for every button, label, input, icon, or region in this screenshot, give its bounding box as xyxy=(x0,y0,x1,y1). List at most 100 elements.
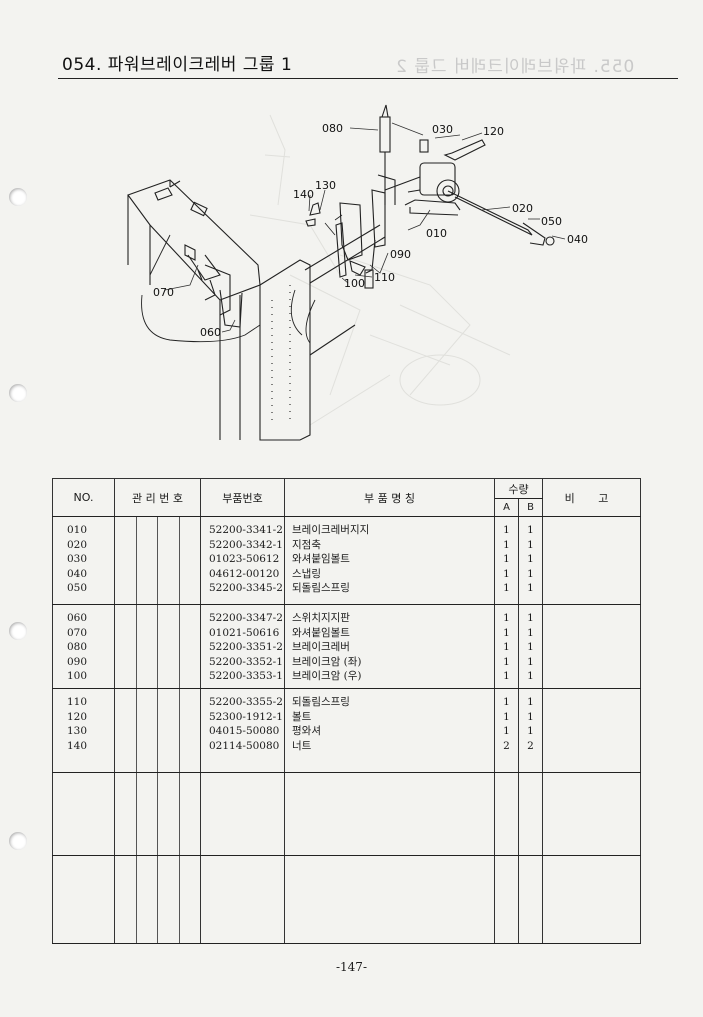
cell-no: 010 xyxy=(67,524,88,536)
binder-hole xyxy=(9,622,27,640)
cell-name: 지점축 xyxy=(292,538,321,551)
header-part-name: 부 품 명 칭 xyxy=(284,478,495,517)
cell-part-no: 52200-3347-2 xyxy=(209,612,283,624)
cell-a: 1 xyxy=(503,567,510,580)
cell-b: 1 xyxy=(527,670,534,683)
cell-no: 070 xyxy=(67,626,88,639)
management-no-cell xyxy=(114,604,201,689)
callout-090: 090 xyxy=(390,248,411,261)
cell-part-no: 52200-3352-1 xyxy=(209,655,283,668)
cell-part-no: 52200-3355-2 xyxy=(209,696,283,708)
binder-hole xyxy=(9,384,27,402)
bleed-through-title: 055. 파워브레이크레버 그룹 2 xyxy=(395,57,635,77)
empty-cell xyxy=(284,772,495,856)
cell-b: 1 xyxy=(527,641,534,654)
cell-name: 되돌림스프링 xyxy=(292,696,350,708)
header-management-no: 관 리 번 호 xyxy=(114,478,201,517)
cell-part-no: 52200-3353-1 xyxy=(209,670,283,683)
callout-010: 010 xyxy=(426,227,447,240)
cell-b: 1 xyxy=(527,538,534,551)
callout-080: 080 xyxy=(322,122,343,135)
cell-a: 1 xyxy=(503,710,510,723)
cell-no: 100 xyxy=(67,670,88,683)
cell-a: 1 xyxy=(503,641,510,654)
callout-140: 140 xyxy=(293,188,314,201)
remarks-cell xyxy=(542,516,641,605)
cell-a: 1 xyxy=(503,725,510,738)
management-no-cell xyxy=(114,772,201,856)
callout-050: 050 xyxy=(541,215,562,228)
cell-no: 090 xyxy=(67,655,88,668)
header-no: NO. xyxy=(52,478,115,517)
cell-no: 080 xyxy=(67,641,88,654)
cell-b: 1 xyxy=(527,567,534,580)
cell-a: 2 xyxy=(503,739,510,752)
management-no-cell xyxy=(114,855,201,944)
callout-130: 130 xyxy=(315,179,336,192)
cell-part-no: 04015-50080 xyxy=(209,725,280,738)
cell-b: 1 xyxy=(527,582,534,595)
callout-030: 030 xyxy=(432,123,453,136)
cell-name: 브레이크레버 xyxy=(292,641,350,654)
cell-b: 1 xyxy=(527,524,534,536)
exploded-parts-diagram: 080 030 120 130 140 020 050 040 010 090 … xyxy=(127,104,588,441)
cell-no: 030 xyxy=(67,553,88,566)
cell-part-no: 01021-50616 xyxy=(209,626,280,639)
header-qty-a: A xyxy=(494,498,519,517)
cell-no: 050 xyxy=(67,582,88,595)
blank-group-2 xyxy=(52,855,641,944)
page-title: 054. 파워브레이크레버 그룹 1 xyxy=(62,55,293,75)
cell-b: 1 xyxy=(527,626,534,639)
remarks-cell xyxy=(542,855,641,944)
empty-cell xyxy=(284,855,495,944)
remarks-cell xyxy=(542,604,641,689)
empty-cell xyxy=(52,855,115,944)
empty-cell xyxy=(494,772,519,856)
cell-part-no: 02114-50080 xyxy=(209,739,280,752)
blank-group-1 xyxy=(52,772,641,856)
cell-a: 1 xyxy=(503,582,510,595)
cell-name: 브레이크암 (좌) xyxy=(292,655,362,668)
callout-120: 120 xyxy=(483,125,504,138)
cell-a: 1 xyxy=(503,538,510,551)
title-rule xyxy=(58,78,678,79)
callout-110: 110 xyxy=(374,271,395,284)
cell-name: 브레이크암 (우) xyxy=(292,670,362,683)
cell-name: 되돌림스프링 xyxy=(292,582,350,595)
empty-cell xyxy=(494,855,519,944)
cell-b: 1 xyxy=(527,710,534,723)
cell-part-no: 52200-3345-2 xyxy=(209,582,283,595)
cell-b: 1 xyxy=(527,553,534,566)
callout-060: 060 xyxy=(200,326,221,339)
cell-part-no: 01023-50612 xyxy=(209,553,280,566)
cell-no: 020 xyxy=(67,538,88,551)
cell-a: 1 xyxy=(503,696,510,708)
cell-a: 1 xyxy=(503,524,510,536)
header-quantity: 수량 xyxy=(494,478,543,499)
cell-a: 1 xyxy=(503,670,510,683)
cell-no: 040 xyxy=(67,567,88,580)
cell-part-no: 04612-00120 xyxy=(209,567,280,580)
header-part-no: 부품번호 xyxy=(200,478,285,517)
cell-b: 1 xyxy=(527,696,534,708)
cell-b: 2 xyxy=(527,739,534,752)
cell-name: 스위치지지판 xyxy=(292,612,350,624)
remarks-cell xyxy=(542,772,641,856)
page-number: -147- xyxy=(335,960,367,974)
callout-020: 020 xyxy=(512,202,533,215)
binder-hole xyxy=(9,188,27,206)
cell-name: 브레이크레버지지 xyxy=(292,524,370,536)
